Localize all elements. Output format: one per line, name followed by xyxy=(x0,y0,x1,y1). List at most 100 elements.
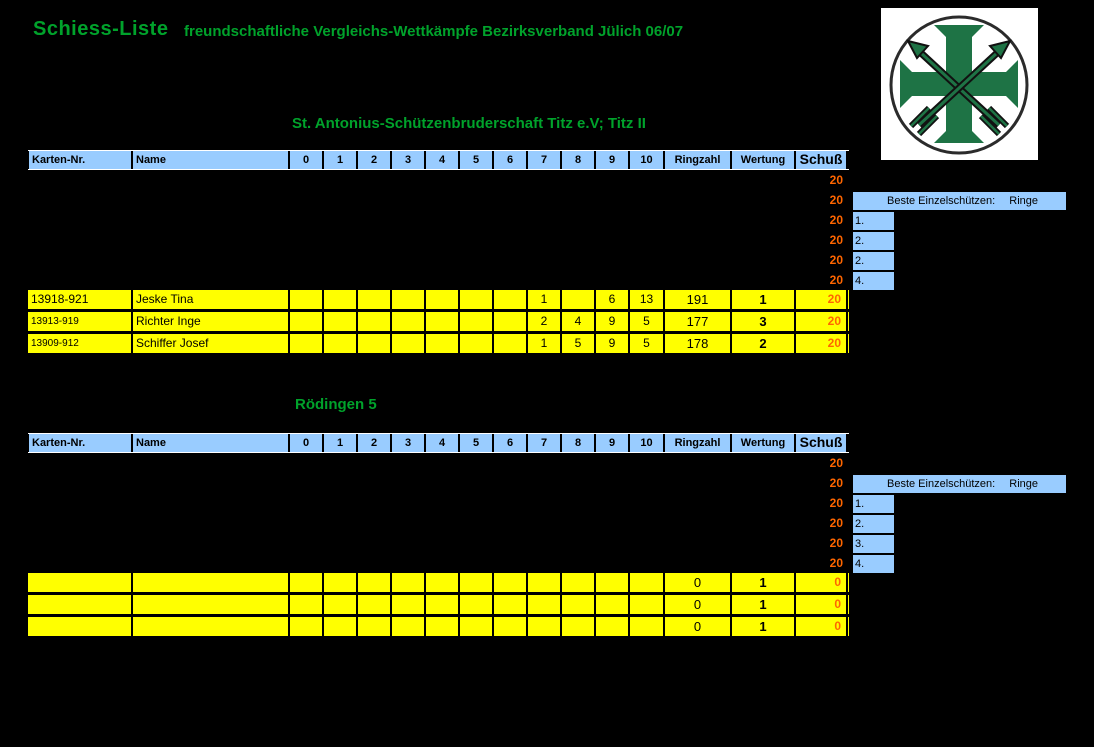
cell-hit-1[interactable] xyxy=(324,290,358,309)
header-karten-nr[interactable]: Karten-Nr. xyxy=(28,434,133,452)
cell-hit-1[interactable] xyxy=(324,312,358,331)
cell-schuss[interactable]: 20 xyxy=(829,273,843,287)
header-wertung[interactable]: Wertung xyxy=(732,434,796,452)
cell-schuss[interactable]: 20 xyxy=(829,193,843,207)
cell-wertung[interactable]: 3 xyxy=(732,312,796,331)
cell-hit-5[interactable] xyxy=(460,312,494,331)
header-ring-5[interactable]: 5 xyxy=(460,434,494,452)
header-name[interactable]: Name xyxy=(133,434,290,452)
cell-hit-1[interactable] xyxy=(324,573,358,592)
cell-hit-9[interactable]: 9 xyxy=(596,334,630,353)
cell-schuss[interactable]: 20 xyxy=(829,173,843,187)
cell-hit-9[interactable]: 6 xyxy=(596,290,630,309)
cell-name[interactable]: Schiffer Josef xyxy=(133,334,290,353)
cell-hit-9[interactable] xyxy=(596,573,630,592)
cell-hit-4[interactable] xyxy=(426,312,460,331)
cell-karten[interactable] xyxy=(28,595,133,614)
cell-wertung[interactable]: 1 xyxy=(732,595,796,614)
cell-hit-4[interactable] xyxy=(426,573,460,592)
cell-hit-7[interactable]: 1 xyxy=(528,334,562,353)
cell-hit-8[interactable]: 5 xyxy=(562,334,596,353)
cell-ringzahl[interactable]: 0 xyxy=(665,595,732,614)
cell-hit-8[interactable]: 4 xyxy=(562,312,596,331)
header-ring-8[interactable]: 8 xyxy=(562,151,596,169)
cell-karten[interactable]: 13913-919 xyxy=(28,312,133,331)
cell-hit-7[interactable]: 1 xyxy=(528,290,562,309)
cell-name[interactable] xyxy=(133,595,290,614)
header-ring-7[interactable]: 7 xyxy=(528,434,562,452)
header-schuss[interactable]: Schuß xyxy=(796,151,848,169)
cell-schuss[interactable]: 20 xyxy=(829,556,843,570)
cell-karten[interactable]: 13918-921 xyxy=(28,290,133,309)
cell-karten[interactable] xyxy=(28,573,133,592)
cell-hit-4[interactable] xyxy=(426,595,460,614)
cell-schuss[interactable]: 20 xyxy=(796,290,848,309)
cell-schuss[interactable]: 0 xyxy=(796,617,848,636)
rank-cell[interactable]: 2. xyxy=(852,514,895,534)
cell-hit-5[interactable] xyxy=(460,617,494,636)
rank-cell[interactable]: 1. xyxy=(852,494,895,514)
cell-hit-0[interactable] xyxy=(290,595,324,614)
cell-schuss[interactable]: 0 xyxy=(796,573,848,592)
cell-hit-10[interactable]: 5 xyxy=(630,334,665,353)
cell-hit-0[interactable] xyxy=(290,617,324,636)
cell-name[interactable] xyxy=(133,573,290,592)
cell-hit-6[interactable] xyxy=(494,617,528,636)
cell-ringzahl[interactable]: 177 xyxy=(665,312,732,331)
cell-hit-10[interactable] xyxy=(630,573,665,592)
header-ring-1[interactable]: 1 xyxy=(324,151,358,169)
cell-hit-6[interactable] xyxy=(494,595,528,614)
cell-hit-8[interactable] xyxy=(562,573,596,592)
cell-hit-1[interactable] xyxy=(324,595,358,614)
header-schuss[interactable]: Schuß xyxy=(796,434,848,452)
header-ring-2[interactable]: 2 xyxy=(358,434,392,452)
cell-karten[interactable] xyxy=(28,617,133,636)
rank-cell[interactable]: 2. xyxy=(852,231,895,251)
cell-name[interactable]: Jeske Tina xyxy=(133,290,290,309)
header-ring-4[interactable]: 4 xyxy=(426,434,460,452)
cell-karten[interactable]: 13909-912 xyxy=(28,334,133,353)
cell-hit-2[interactable] xyxy=(358,573,392,592)
header-ring-10[interactable]: 10 xyxy=(630,434,665,452)
cell-hit-3[interactable] xyxy=(392,334,426,353)
header-wertung[interactable]: Wertung xyxy=(732,151,796,169)
cell-schuss[interactable]: 20 xyxy=(796,334,848,353)
cell-hit-10[interactable]: 13 xyxy=(630,290,665,309)
cell-hit-7[interactable] xyxy=(528,617,562,636)
cell-ringzahl[interactable]: 0 xyxy=(665,617,732,636)
cell-hit-3[interactable] xyxy=(392,617,426,636)
header-ring-3[interactable]: 3 xyxy=(392,434,426,452)
cell-name[interactable] xyxy=(133,617,290,636)
cell-schuss[interactable]: 20 xyxy=(829,476,843,490)
cell-name[interactable]: Richter Inge xyxy=(133,312,290,331)
best-shooters-header[interactable]: Beste Einzelschützen: Ringe xyxy=(852,474,1067,494)
cell-schuss[interactable]: 20 xyxy=(829,253,843,267)
cell-hit-5[interactable] xyxy=(460,290,494,309)
cell-hit-4[interactable] xyxy=(426,334,460,353)
header-ring-7[interactable]: 7 xyxy=(528,151,562,169)
cell-hit-2[interactable] xyxy=(358,617,392,636)
cell-hit-8[interactable] xyxy=(562,290,596,309)
cell-hit-5[interactable] xyxy=(460,573,494,592)
cell-schuss[interactable]: 20 xyxy=(829,213,843,227)
cell-schuss[interactable]: 20 xyxy=(829,496,843,510)
header-ring-9[interactable]: 9 xyxy=(596,151,630,169)
cell-hit-6[interactable] xyxy=(494,334,528,353)
cell-hit-3[interactable] xyxy=(392,595,426,614)
cell-hit-7[interactable] xyxy=(528,573,562,592)
cell-wertung[interactable]: 1 xyxy=(732,617,796,636)
cell-schuss[interactable]: 0 xyxy=(796,595,848,614)
cell-hit-6[interactable] xyxy=(494,573,528,592)
rank-cell[interactable]: 4. xyxy=(852,271,895,291)
header-name[interactable]: Name xyxy=(133,151,290,169)
cell-hit-0[interactable] xyxy=(290,334,324,353)
cell-hit-8[interactable] xyxy=(562,595,596,614)
cell-hit-1[interactable] xyxy=(324,617,358,636)
cell-hit-2[interactable] xyxy=(358,595,392,614)
header-ring-2[interactable]: 2 xyxy=(358,151,392,169)
cell-hit-10[interactable] xyxy=(630,595,665,614)
header-ring-0[interactable]: 0 xyxy=(290,151,324,169)
cell-hit-3[interactable] xyxy=(392,312,426,331)
header-ring-9[interactable]: 9 xyxy=(596,434,630,452)
cell-hit-2[interactable] xyxy=(358,312,392,331)
